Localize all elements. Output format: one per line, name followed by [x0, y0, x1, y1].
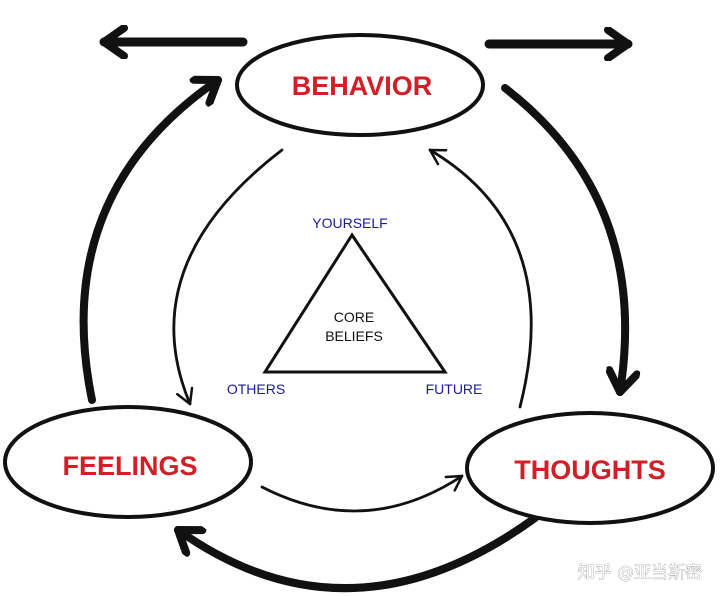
- core-label-line2: BELIEFS: [325, 328, 383, 344]
- core-label-line1: CORE: [334, 309, 374, 325]
- behavior-node: BEHAVIOR: [235, 33, 485, 137]
- vertex-others: OTHERS: [227, 381, 285, 397]
- behavior-label: BEHAVIOR: [292, 71, 433, 101]
- watermark-text: 知乎 @亚当斯密: [578, 563, 702, 583]
- vertex-future: FUTURE: [426, 381, 483, 397]
- thoughts-node: THOUGHTS: [465, 411, 715, 525]
- vertex-yourself: YOURSELF: [312, 215, 387, 231]
- arrow-feelings-to-behavior: [79, 80, 222, 404]
- arrow-behavior-to-thoughts: [501, 84, 625, 396]
- thoughts-label: THOUGHTS: [514, 455, 666, 485]
- feelings-node: FEELINGS: [3, 405, 253, 519]
- inner-arrow-thoughts-to-behavior: [428, 148, 533, 409]
- feelings-label: FEELINGS: [62, 451, 197, 481]
- core-beliefs-triangle: [262, 232, 448, 374]
- inner-arrow-feelings-to-thoughts: [260, 474, 464, 513]
- inner-arrow-behavior-to-feelings: [172, 148, 284, 406]
- arrow-thoughts-to-feelings: [174, 514, 539, 593]
